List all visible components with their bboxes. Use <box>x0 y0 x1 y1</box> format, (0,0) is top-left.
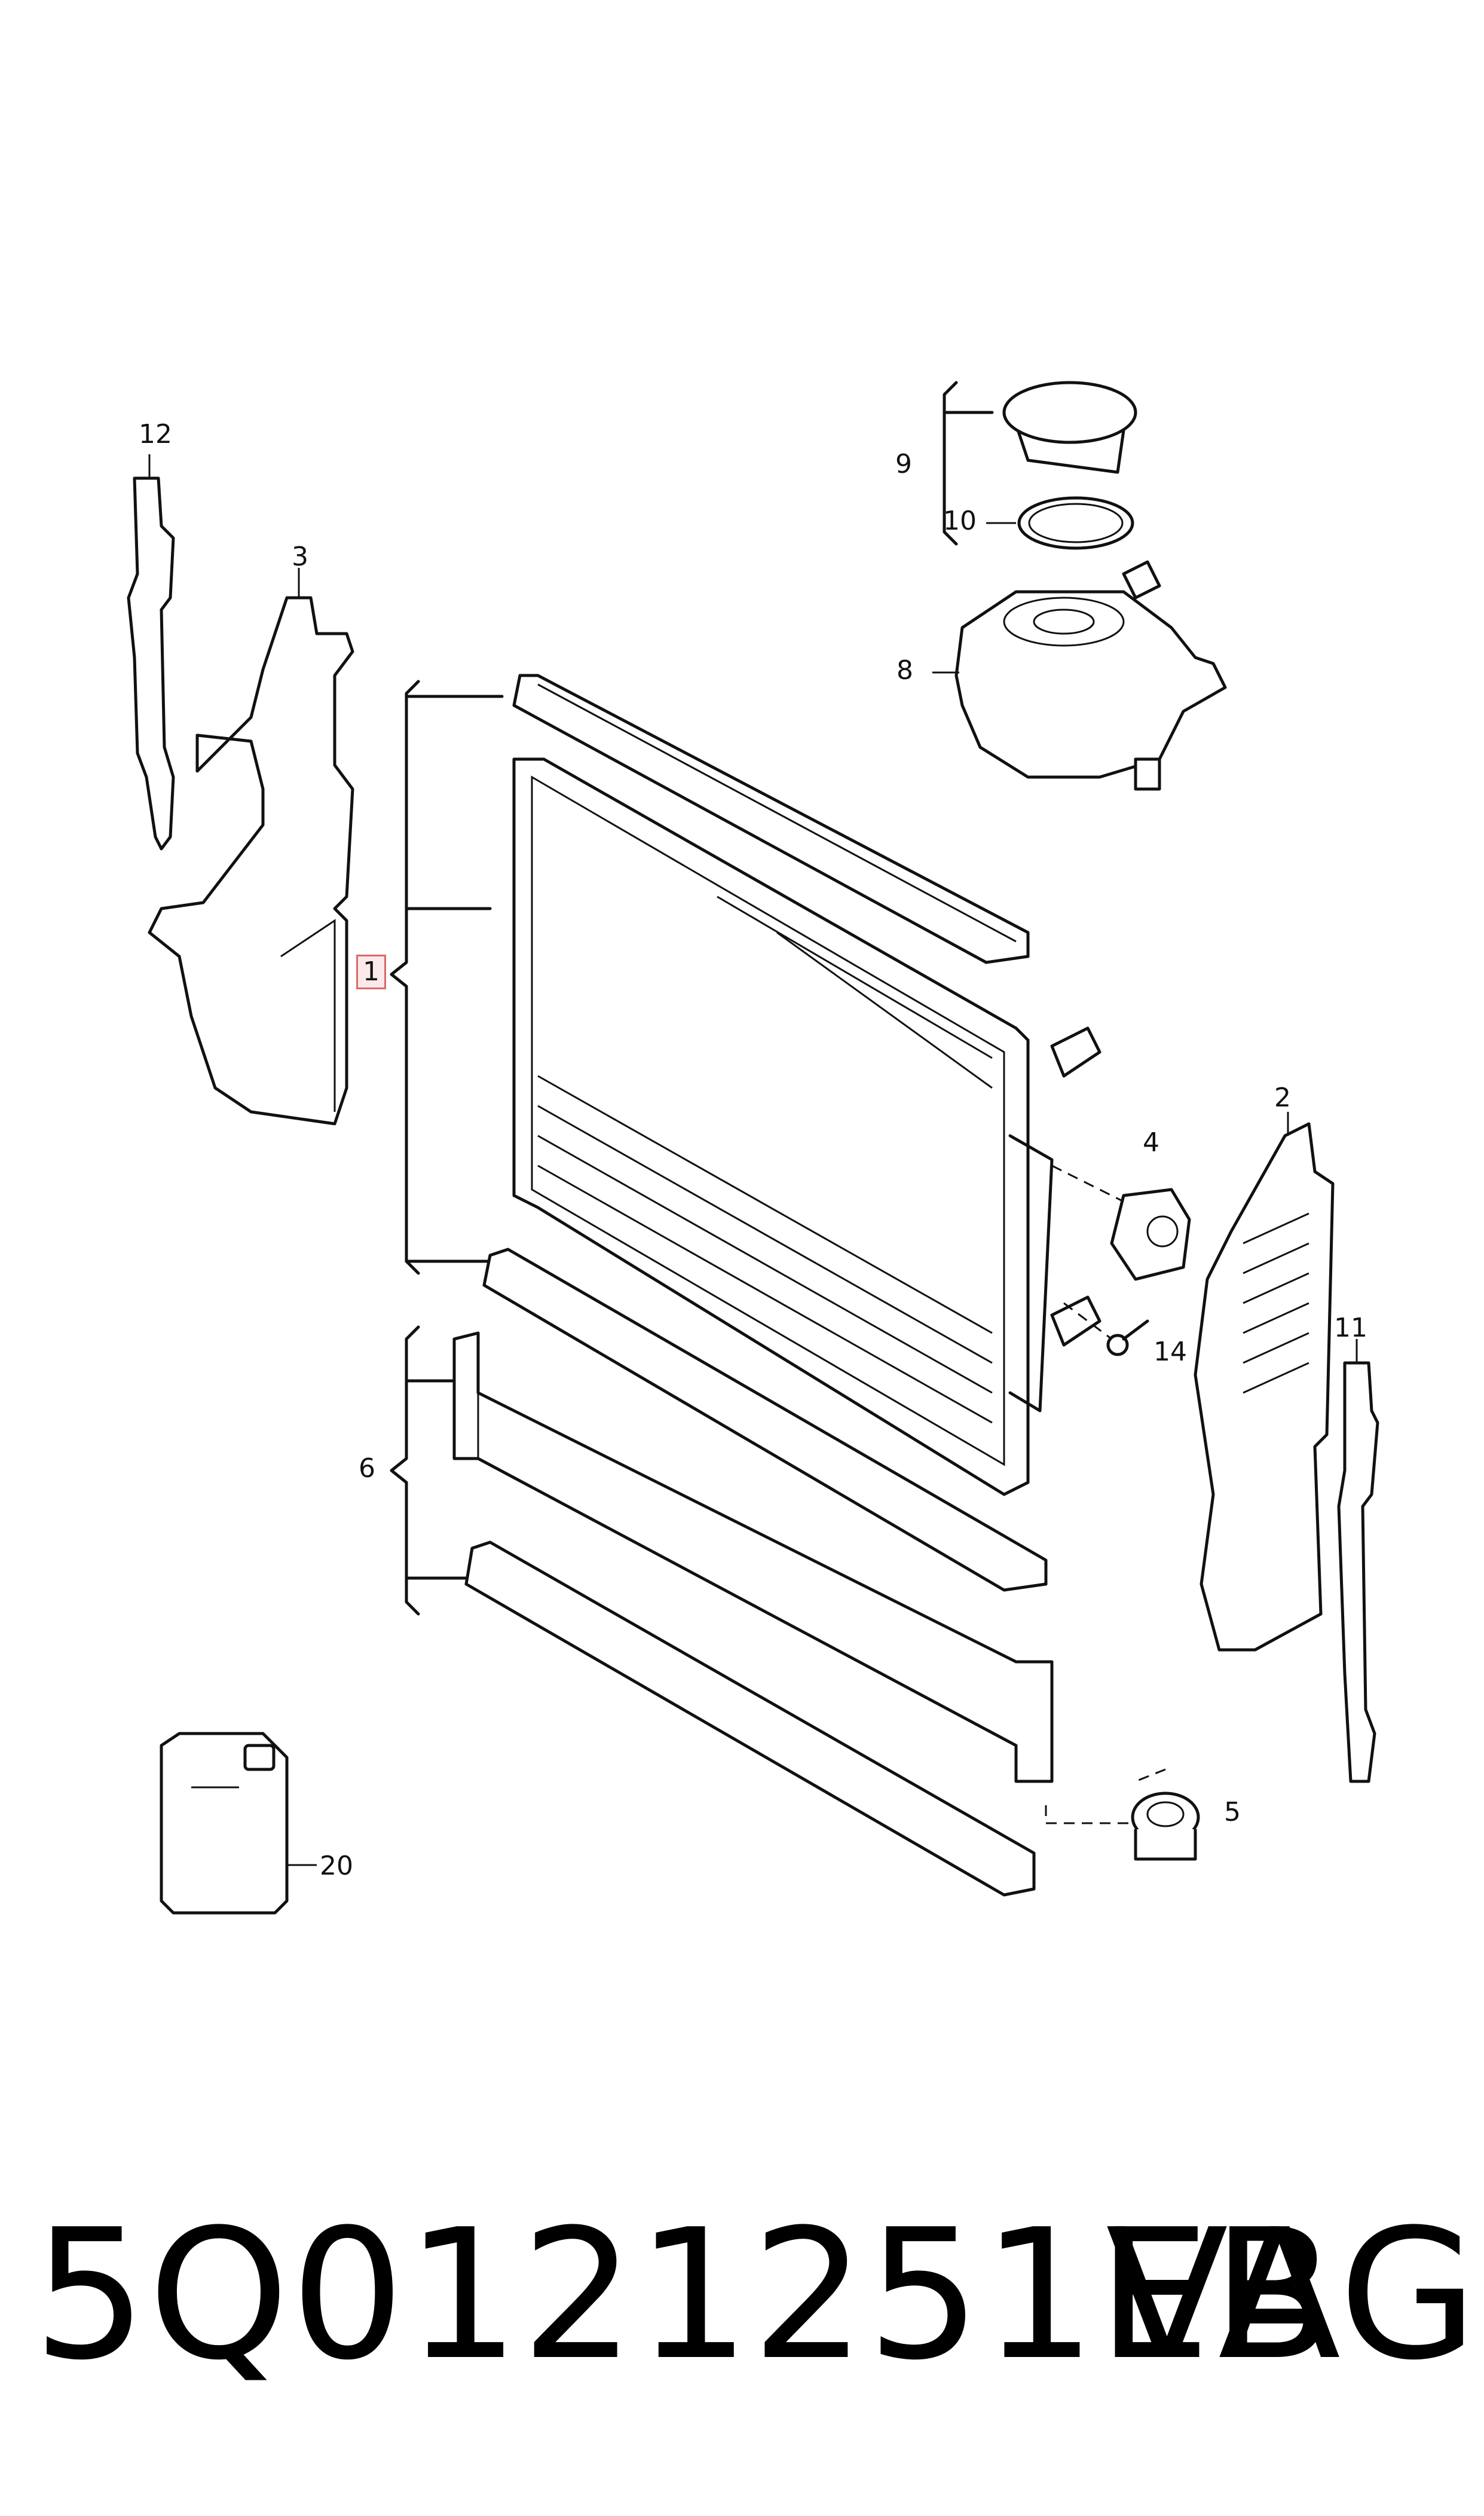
callout-8: 8 <box>896 655 913 686</box>
part-5-mount <box>1045 1768 1200 1861</box>
callout-5: 5 <box>1224 1797 1241 1827</box>
brand-name: VAG <box>1106 2191 1479 2399</box>
part-8-expansion-tank <box>932 560 1227 791</box>
exploded-parts-diagram <box>127 381 1379 1915</box>
part-4-bracket <box>1051 1164 1191 1281</box>
part-14-screw <box>1063 1302 1149 1356</box>
callout-9: 9 <box>895 449 912 479</box>
part-20-coolant-container <box>160 1732 317 1915</box>
part-12-air-guide-left <box>127 454 175 851</box>
callout-3: 3 <box>292 542 308 572</box>
part-1-radiator <box>512 757 1101 1496</box>
callout-20: 20 <box>320 1851 353 1881</box>
callout-12: 12 <box>139 419 172 450</box>
seal-strip-top <box>512 674 1030 964</box>
callout-1: 1 <box>356 955 386 989</box>
part-2-shroud-right <box>1194 1112 1335 1652</box>
part-3-shroud-left <box>148 568 354 1126</box>
callout-6: 6 <box>359 1453 375 1484</box>
bracket-part-1 <box>390 680 504 1275</box>
part-number: 5Q0121251EB <box>33 2191 1336 2399</box>
seal-strip-middle <box>482 1248 1048 1592</box>
bracket-part-6 <box>390 1325 474 1616</box>
part-11-air-guide-right <box>1337 1339 1379 1783</box>
callout-4: 4 <box>1143 1127 1159 1158</box>
part-10-o-ring <box>986 496 1134 550</box>
callout-14: 14 <box>1153 1337 1187 1367</box>
part-6-cooler <box>452 1331 1054 1897</box>
callout-11: 11 <box>1334 1313 1367 1343</box>
callout-2: 2 <box>1274 1083 1291 1113</box>
callout-10: 10 <box>943 506 977 536</box>
part-9-cap <box>943 381 1137 546</box>
